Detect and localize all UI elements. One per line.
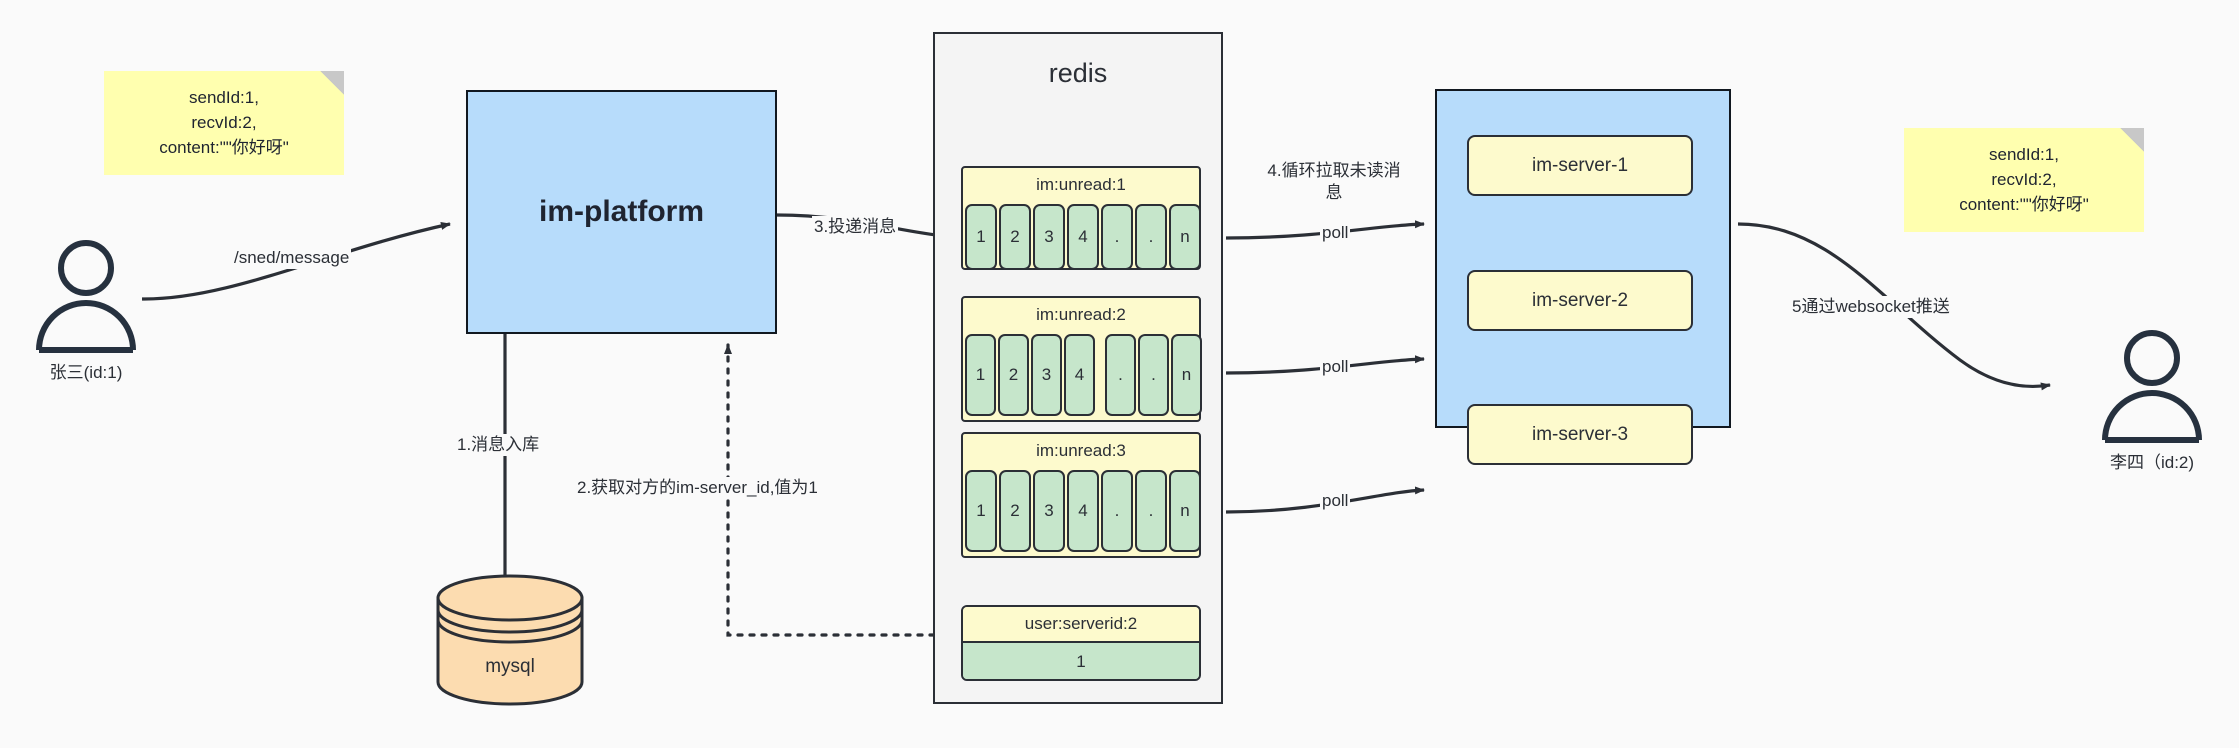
redis-cell[interactable]: . <box>1138 334 1169 416</box>
actor-receiver-label: 李四（id:2) <box>2109 453 2195 472</box>
redis-cell[interactable]: 1 <box>965 204 997 270</box>
actor-receiver: 李四（id:2) <box>2092 330 2212 472</box>
edge-label-send-message: /sned/message <box>232 247 352 269</box>
im-server-1-label: im-server-1 <box>1531 154 1629 176</box>
person-icon <box>36 240 136 353</box>
edge-label-step5: 5通过websocket推送 <box>1790 296 1952 318</box>
im-server-2-box[interactable]: im-server-2 <box>1467 270 1693 331</box>
redis-cell[interactable]: 4 <box>1067 470 1099 552</box>
redis-list-cells: 1 2 3 4 . . n <box>965 334 1202 416</box>
redis-cell[interactable]: . <box>1135 470 1167 552</box>
redis-cell[interactable]: . <box>1105 334 1136 416</box>
database-cylinder-icon <box>436 574 584 706</box>
im-platform-label: im-platform <box>539 195 704 228</box>
redis-cell[interactable]: n <box>1169 470 1201 552</box>
redis-list-im-unread-2[interactable]: im:unread:2 1 2 3 4 . . n <box>961 296 1202 422</box>
redis-list-cells: 1 2 3 4 . . n <box>965 470 1201 552</box>
redis-cell[interactable]: 3 <box>1033 470 1065 552</box>
person-icon <box>2102 330 2202 443</box>
note-right-message-payload: sendId:1, recvId:2, content:""你好呀" <box>1904 128 2144 232</box>
im-server-2-label: im-server-2 <box>1531 289 1629 311</box>
redis-cell[interactable]: . <box>1101 470 1133 552</box>
redis-cell[interactable]: 4 <box>1064 334 1095 416</box>
redis-cell[interactable]: 2 <box>999 470 1031 552</box>
redis-cell[interactable]: 1 <box>965 470 997 552</box>
edge-label-step2: 2.获取对方的im-server_id,值为1 <box>575 477 820 499</box>
im-platform-box[interactable]: im-platform <box>466 90 777 334</box>
note-right-text: sendId:1, recvId:2, content:""你好呀" <box>1959 144 2089 214</box>
redis-list-cells: 1 2 3 4 . . n <box>965 204 1201 270</box>
redis-cell[interactable]: 4 <box>1067 204 1099 270</box>
redis-key-label: im:unread:1 <box>1036 175 1126 194</box>
im-server-1-box[interactable]: im-server-1 <box>1467 135 1693 196</box>
redis-key-label: im:unread:3 <box>1036 441 1126 460</box>
redis-list-im-unread-3[interactable]: im:unread:3 1 2 3 4 . . n <box>961 432 1201 558</box>
redis-cell[interactable]: . <box>1135 204 1167 270</box>
edge-label-poll-1: poll <box>1320 222 1351 244</box>
im-server-3-box[interactable]: im-server-3 <box>1467 404 1693 465</box>
redis-kv-value: 1 <box>963 643 1199 679</box>
edge-label-step3: 3.投递消息 <box>812 216 899 238</box>
redis-cell[interactable]: n <box>1171 334 1202 416</box>
redis-cell[interactable]: 2 <box>998 334 1029 416</box>
note-left-message-payload: sendId:1, recvId:2, content:""你好呀" <box>104 71 344 175</box>
redis-title: redis <box>1048 58 1108 88</box>
redis-cell[interactable]: 2 <box>999 204 1031 270</box>
edge-label-step1: 1.消息入库 <box>455 434 542 456</box>
redis-key-label: im:unread:2 <box>1036 305 1126 324</box>
redis-kv-key: user:serverid:2 <box>963 607 1199 643</box>
edge-label-poll-2: poll <box>1320 356 1351 378</box>
redis-cell[interactable]: 1 <box>965 334 996 416</box>
redis-list-im-unread-1[interactable]: im:unread:1 1 2 3 4 . . n <box>961 166 1201 270</box>
edge-label-poll-3: poll <box>1320 490 1351 512</box>
edge-label-step4: 4.循环拉取未读消息 <box>1258 160 1410 204</box>
redis-cell[interactable]: 3 <box>1033 204 1065 270</box>
mysql-database: mysql <box>430 570 590 710</box>
note-fold-icon <box>320 71 344 95</box>
redis-container: redis im:unread:1 1 2 3 4 . . n im:unrea… <box>933 32 1223 704</box>
redis-cell[interactable]: n <box>1169 204 1201 270</box>
im-server-cluster: im-server-1 im-server-2 im-server-3 <box>1435 89 1731 465</box>
actor-sender-label: 张三(id:1) <box>49 363 123 382</box>
note-fold-icon <box>2120 128 2144 152</box>
redis-kv-user-serverid[interactable]: user:serverid:2 1 <box>961 605 1201 681</box>
im-server-3-label: im-server-3 <box>1531 423 1629 445</box>
note-left-text: sendId:1, recvId:2, content:""你好呀" <box>159 87 289 157</box>
redis-cell[interactable]: . <box>1101 204 1133 270</box>
redis-cell[interactable]: 3 <box>1031 334 1062 416</box>
mysql-label: mysql <box>485 656 535 677</box>
actor-sender: 张三(id:1) <box>26 240 146 382</box>
